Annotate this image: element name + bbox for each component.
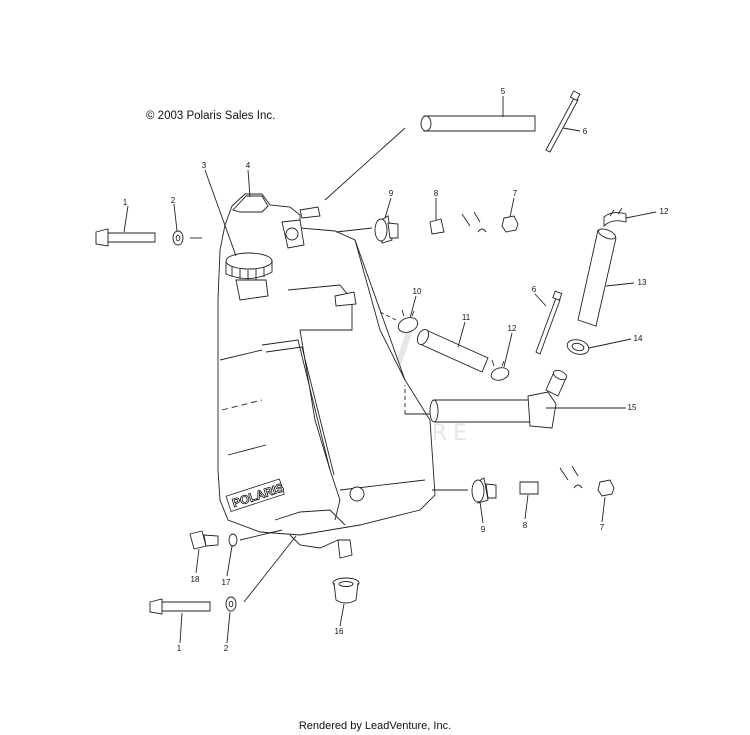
callout-4: 4 [246,161,251,170]
callout-2: 2 [171,196,176,205]
clamp-top [603,207,627,228]
hose-11 [416,328,489,373]
grommet-lower [471,477,497,504]
drain-washer [228,533,238,547]
elbow-fitting [429,369,568,429]
callout-13: 13 [638,278,647,287]
callout-8: 8 [434,189,439,198]
spacer-lower [519,481,539,495]
callout-10: 10 [413,287,422,296]
callout-16: 16 [335,627,344,636]
copyright-text: © 2003 Polaris Sales Inc. [146,110,275,122]
leader-lines [123,96,657,644]
clamp-14 [566,339,590,355]
cable-tie-top [545,90,581,153]
hose-top [420,115,536,132]
callout-12: 12 [660,207,669,216]
cap-seal [232,195,269,213]
hose-right [577,228,617,327]
bolt-upper [95,228,156,247]
callout-9: 9 [389,189,394,198]
clamp-10 [397,309,419,333]
footer-text: Rendered by LeadVenture, Inc. [299,720,451,732]
callout-11: 11 [462,313,471,322]
callout-3: 3 [202,161,207,170]
callout-numbers: 1 2 3 4 5 6 9 8 7 12 13 10 11 6 12 14 15… [123,87,669,653]
callout-8b: 8 [523,521,528,530]
oil-tank: POLARIS [217,193,436,559]
spacer-upper [429,218,445,235]
nut-upper [501,215,519,233]
callout-17: 17 [222,578,231,587]
callout-1: 1 [123,198,128,207]
callout-9b: 9 [481,525,486,534]
grommet-upper [374,215,399,244]
cable-tie-middle [535,290,563,355]
bolt-lower [149,598,211,615]
callout-14: 14 [634,334,643,343]
callout-6: 6 [583,127,588,136]
callout-12b: 12 [508,324,517,333]
callout-7: 7 [513,189,518,198]
callout-7b: 7 [600,523,605,532]
callout-5: 5 [501,87,506,96]
callout-6b: 6 [532,285,537,294]
filler-cap [225,252,273,301]
grommet [332,577,360,604]
callout-18: 18 [191,575,200,584]
clamp-middle [490,359,510,381]
callout-1b: 1 [177,644,182,653]
nut-lower [597,479,615,497]
callout-15: 15 [628,403,637,412]
drain-plug [189,530,219,550]
callout-2b: 2 [224,644,229,653]
